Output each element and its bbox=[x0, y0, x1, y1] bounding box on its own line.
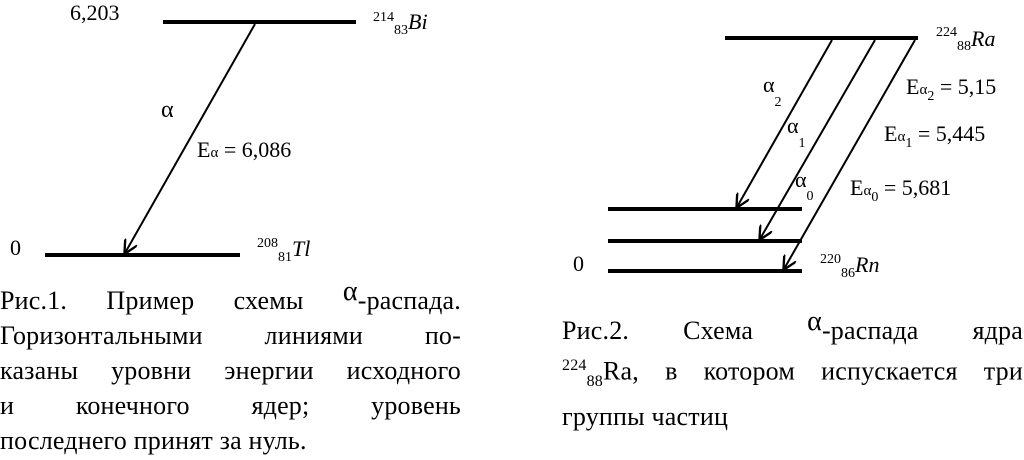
bi-nuclide-label: 21483Bi bbox=[373, 9, 428, 38]
alpha-1-arrow bbox=[760, 39, 876, 239]
alpha-2-energy-label: Eα2 = 5,15 bbox=[906, 74, 996, 104]
ground-level-label: 0 bbox=[573, 251, 584, 276]
alpha-energy-label: Eα = 6,086 bbox=[197, 137, 291, 162]
bottom-energy-label: 0 bbox=[10, 235, 21, 260]
figure-1: 6,203 0 21483Bi 20881Tl α Eα = 6,086 bbox=[10, 0, 428, 265]
caption-1-line-2: Горизонтальными линиями по- bbox=[0, 321, 461, 350]
alpha-2-arrow bbox=[737, 39, 833, 207]
alpha-2-symbol: α2 bbox=[763, 72, 782, 110]
alpha-1-energy-label: Eα1 = 5,445 bbox=[884, 121, 985, 151]
tl-nuclide-label: 20881Tl bbox=[257, 236, 310, 265]
alpha-0-energy-label: Eα0 = 5,681 bbox=[850, 175, 951, 205]
alpha-0-symbol: α0 bbox=[795, 167, 814, 204]
caption-1-line-4: и конечного ядер; уровень bbox=[0, 391, 461, 420]
caption-2-line-2: 22488Ra, в котором испускается три bbox=[562, 356, 1023, 390]
rn-nuclide-label: 22086Rn bbox=[820, 252, 879, 281]
caption-2-line-1: Рис.2. Схема α-распада ядра bbox=[562, 306, 1023, 345]
ra-nuclide-label: 22488Ra bbox=[936, 25, 995, 54]
figure-2: 22488Ra 22086Rn 0 α2 α1 α0 Eα2 = 5,15 Eα… bbox=[573, 25, 996, 281]
caption-1-line-5: последнего принят за нуль. bbox=[0, 426, 307, 455]
top-energy-label: 6,203 bbox=[70, 0, 120, 25]
figure-2-caption: Рис.2. Схема α-распада ядра 22488Ra, в к… bbox=[562, 306, 1023, 434]
caption-2-line-3: группы частиц bbox=[562, 401, 729, 431]
figure-1-caption: Рис.1. Пример схемы α-распада. Горизонта… bbox=[0, 276, 461, 458]
caption-1-line-1: Рис.1. Пример схемы α-распада. bbox=[0, 276, 461, 315]
alpha-0-arrow bbox=[784, 39, 916, 269]
alpha-transition-arrow bbox=[125, 23, 256, 253]
alpha-1-symbol: α1 bbox=[787, 113, 806, 151]
alpha-symbol: α bbox=[161, 97, 174, 123]
caption-1-line-3: казаны уровни энергии исходного bbox=[0, 356, 461, 385]
